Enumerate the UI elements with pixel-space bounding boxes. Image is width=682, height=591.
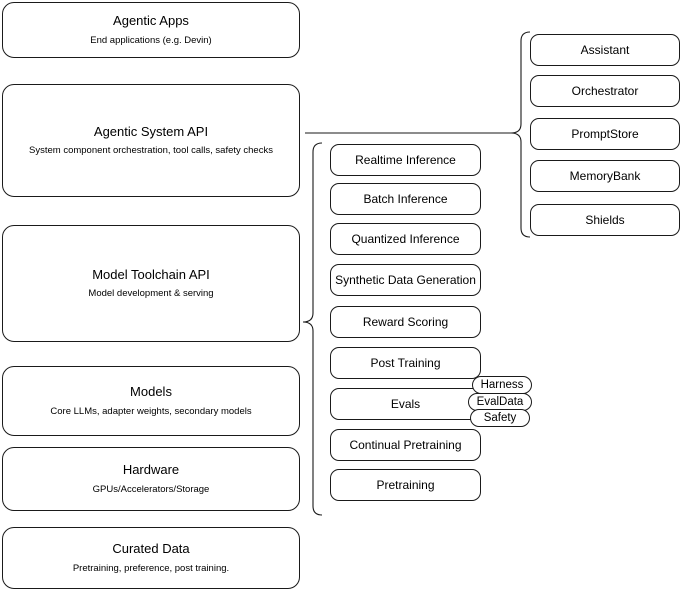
toolchain-component-label: Pretraining [376, 477, 435, 492]
system-component-memorybank[interactable]: MemoryBank [530, 160, 680, 192]
stack-layer-subtitle: Core LLMs, adapter weights, secondary mo… [50, 405, 252, 417]
system-component-label: Shields [585, 212, 625, 227]
system-component-label: Orchestrator [571, 83, 639, 98]
stack-layer-subtitle: System component orchestration, tool cal… [29, 145, 273, 157]
stack-layer-subtitle: Model development & serving [88, 288, 214, 300]
toolchain-component-evals[interactable]: Evals [330, 388, 481, 420]
toolchain-component-label: Batch Inference [363, 191, 448, 206]
eval-chip-label: Safety [483, 411, 517, 424]
system-component-shields[interactable]: Shields [530, 204, 680, 236]
stack-layer-subtitle: Pretraining, preference, post training. [72, 562, 230, 574]
stack-layer-subtitle: End applications (e.g. Devin) [90, 34, 212, 46]
stack-layer-title: Hardware [122, 462, 180, 478]
stack-layer-agentic-system-api[interactable]: Agentic System API System component orche… [2, 84, 300, 197]
stack-layer-title: Agentic System API [93, 123, 209, 139]
toolchain-component-label: Quantized Inference [351, 231, 460, 246]
toolchain-component-continual-pretraining[interactable]: Continual Pretraining [330, 429, 481, 461]
stack-layer-model-toolchain-api[interactable]: Model Toolchain API Model development & s… [2, 225, 300, 342]
eval-chip-label: Harness [480, 378, 524, 391]
brace-toolchain-components [302, 142, 323, 516]
toolchain-component-label: Synthetic Data Generation [335, 272, 476, 287]
toolchain-component-pretraining[interactable]: Pretraining [330, 469, 481, 501]
eval-chip-label: EvalData [476, 395, 524, 408]
toolchain-component-label: Reward Scoring [362, 314, 449, 329]
toolchain-component-synthetic-data-generation[interactable]: Synthetic Data Generation [330, 264, 481, 296]
stack-layer-title: Model Toolchain API [92, 266, 210, 282]
toolchain-component-quantized-inference[interactable]: Quantized Inference [330, 223, 481, 255]
system-component-label: MemoryBank [569, 168, 641, 183]
toolchain-component-batch-inference[interactable]: Batch Inference [330, 183, 481, 215]
toolchain-component-post-training[interactable]: Post Training [330, 347, 481, 379]
eval-chip-safety[interactable]: Safety [470, 409, 530, 427]
system-component-label: Assistant [580, 42, 630, 57]
system-component-promptstore[interactable]: PromptStore [530, 118, 680, 150]
toolchain-component-label: Continual Pretraining [349, 437, 462, 452]
stack-layer-title: Models [130, 384, 172, 400]
toolchain-component-realtime-inference[interactable]: Realtime Inference [330, 144, 481, 176]
toolchain-component-label: Realtime Inference [355, 152, 456, 167]
system-component-label: PromptStore [571, 126, 639, 141]
brace-system-components [510, 31, 531, 238]
toolchain-component-reward-scoring[interactable]: Reward Scoring [330, 306, 481, 338]
stack-layer-subtitle: GPUs/Accelerators/Storage [92, 483, 210, 495]
eval-chip-harness[interactable]: Harness [472, 376, 532, 394]
toolchain-component-label: Post Training [370, 355, 441, 370]
stack-layer-title: Curated Data [112, 541, 190, 557]
system-component-assistant[interactable]: Assistant [530, 34, 680, 66]
toolchain-component-label: Evals [390, 396, 421, 411]
stack-layer-title: Agentic Apps [113, 13, 189, 29]
system-component-orchestrator[interactable]: Orchestrator [530, 75, 680, 107]
